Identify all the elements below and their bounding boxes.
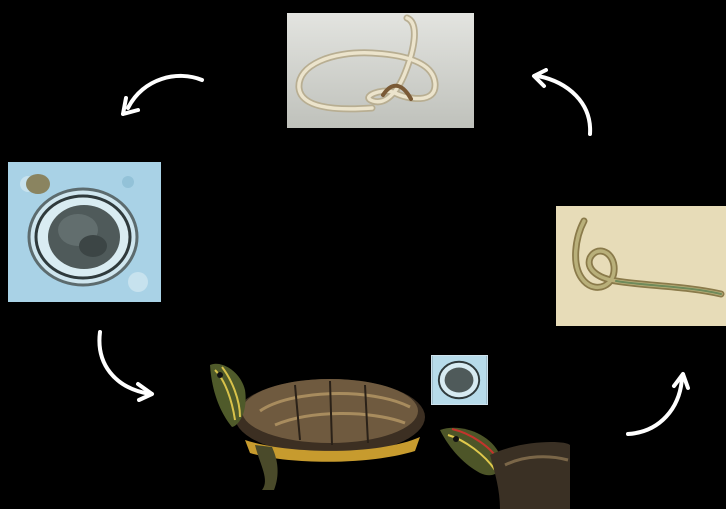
turtle-host-image bbox=[200, 355, 570, 509]
arrow-adult-to-egg bbox=[118, 70, 208, 120]
arrow-egg-to-host bbox=[92, 328, 158, 402]
arrow-host-to-larva bbox=[620, 368, 692, 442]
egg-micrograph-inset bbox=[431, 355, 488, 405]
larva-micrograph-image bbox=[556, 206, 726, 326]
arrow-larva-to-adult bbox=[528, 68, 598, 140]
adult-worm-image bbox=[287, 13, 474, 128]
egg-micrograph-image bbox=[8, 162, 161, 302]
